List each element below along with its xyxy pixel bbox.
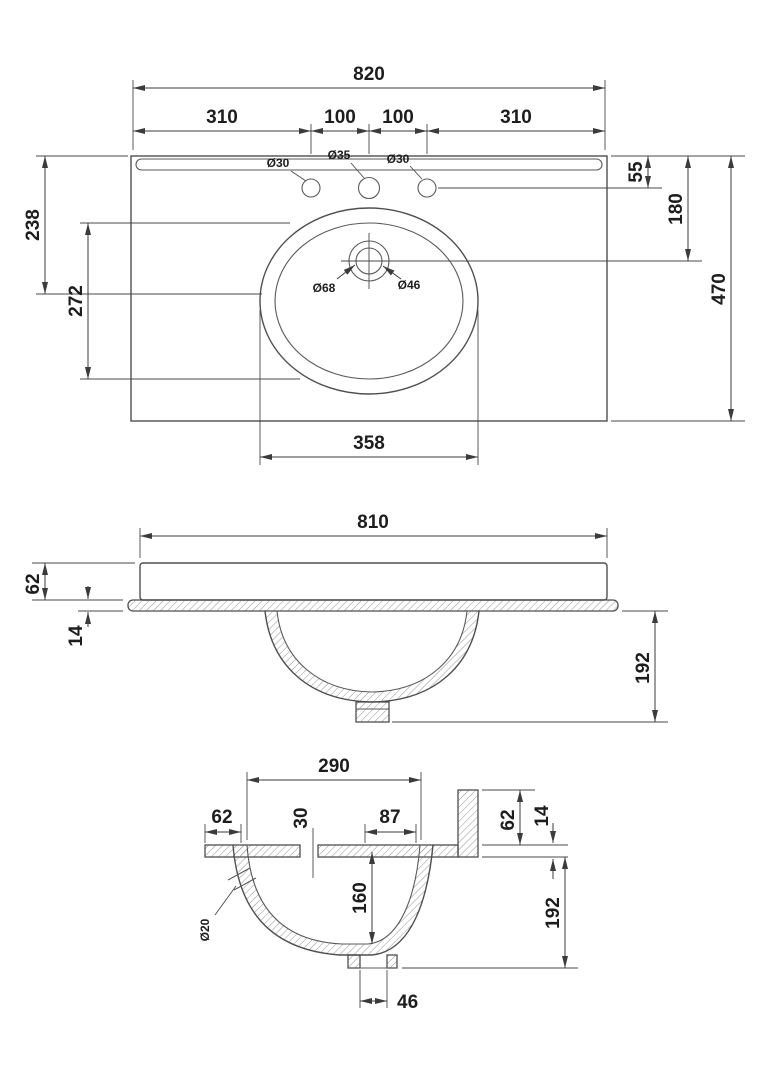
plan-dim-tap-pitch-left-label: 100 [324, 107, 356, 128]
plan-dim-tap-setback: 55 [438, 155, 745, 189]
front-dim-deck-thickness: 14 [66, 586, 123, 647]
plan-tap-dia-center-label: Ø35 [328, 148, 351, 162]
extension-lines [259, 310, 479, 465]
plan-tap-label-leaders [290, 162, 423, 182]
plan-waste-crosshair [341, 233, 397, 289]
plan-dim-overall-depth-label: 470 [709, 273, 730, 305]
side-dim-front-offset-label: 62 [211, 807, 232, 828]
side-dim-deck-thickness: 14 [482, 805, 568, 879]
side-waste-flange-left [347, 954, 361, 969]
plan-dim-overall-width: 820 [132, 64, 606, 150]
side-bowl-outer [232, 844, 434, 956]
extension-lines [132, 80, 606, 150]
plan-overflow-leader [336, 264, 356, 280]
side-dim-bowl-depth-inner-label: 160 [350, 882, 371, 914]
extension-lines [392, 610, 668, 723]
front-waste-trap [355, 701, 390, 723]
side-overflow-leader [214, 885, 237, 916]
side-dim-tap-hole-label: 30 [291, 807, 312, 828]
plan-dim-tap-offset-left-label: 310 [206, 107, 238, 128]
plan-tap-dia-left-label: Ø30 [267, 156, 290, 170]
plan-dim-basin-width: 358 [259, 310, 479, 465]
front-dim-bowl-depth-label: 192 [633, 652, 654, 684]
side-bowl-inner [246, 844, 421, 945]
front-deck-section [127, 599, 619, 612]
front-bowl-wall-hatch [265, 611, 479, 702]
side-dim-waste-opening-label: 46 [397, 992, 418, 1013]
side-waste-flange-right [386, 954, 398, 969]
extension-lines [482, 789, 568, 846]
side-dim-bowl-depth-overall-label: 192 [543, 897, 564, 929]
side-view: Ø20 290 62 30 87 62 [198, 756, 578, 1013]
plan-basin-inner [274, 222, 464, 380]
extension-lines [438, 155, 745, 189]
plan-counter-back-edge [135, 158, 603, 171]
extension-lines [36, 155, 262, 295]
extension-lines [246, 772, 422, 840]
plan-dim-basin-setback-label: 238 [23, 209, 44, 241]
plan-dim-basin-length-label: 272 [66, 285, 87, 317]
front-dim-overall-width-label: 810 [357, 512, 389, 533]
plan-dim-basin-setback: 238 [23, 155, 262, 295]
plan-dim-basin-length: 272 [66, 222, 300, 380]
front-dim-overall-width: 810 [139, 512, 608, 558]
plan-tap-hole-left [301, 178, 321, 198]
front-bowl-outer [264, 610, 480, 703]
front-apron-outline [139, 562, 608, 601]
side-deck-rear-section [317, 844, 459, 858]
front-dim-apron-height-label: 62 [23, 573, 44, 594]
plan-dim-tap-setback-label: 55 [626, 161, 647, 183]
plan-waste-dia-label: Ø46 [398, 278, 421, 292]
front-dim-apron-height: 62 [23, 562, 135, 601]
side-bowl-wall-hatch [233, 845, 433, 955]
extension-lines [359, 970, 388, 1008]
plan-dim-waste-setback: 180 [391, 156, 702, 262]
plan-dim-tap-pitch-right-label: 100 [382, 107, 414, 128]
front-bowl-inner [276, 610, 468, 693]
side-dim-rear-offset-label: 87 [379, 807, 400, 828]
side-dim-front-offset: 62 [204, 807, 242, 843]
side-dim-upstand-height-label: 62 [498, 809, 519, 830]
side-upstand-section [457, 789, 479, 858]
plan-tap-hole-right [417, 178, 437, 198]
plan-dim-waste-setback-label: 180 [666, 193, 687, 225]
side-dim-bowl-depth-overall: 192 [402, 857, 578, 969]
side-dim-tap-hole: 30 [291, 807, 314, 878]
side-dim-waste-opening: 46 [359, 970, 418, 1013]
plan-dim-overall-width-label: 820 [353, 64, 385, 85]
side-dim-bowl-length-label: 290 [318, 756, 350, 777]
plan-tap-hole-center [357, 176, 381, 200]
side-dim-upstand-height: 62 [482, 789, 568, 846]
side-overflow-dia-label: Ø20 [198, 918, 212, 941]
side-dim-bowl-depth-inner: 160 [350, 852, 375, 944]
plan-dim-tap-offset-right-label: 310 [500, 107, 532, 128]
plan-dim-tap-spacing: 310 100 100 310 [133, 107, 605, 154]
front-dim-deck-thickness-label: 14 [66, 625, 87, 647]
plan-tap-dia-right-label: Ø30 [387, 152, 410, 166]
extension-lines [80, 222, 300, 380]
side-overflow-hole [227, 867, 257, 891]
extension-lines [32, 562, 135, 601]
plan-basin-outer [259, 207, 479, 395]
side-dim-deck-thickness-label: 14 [532, 805, 553, 827]
plan-overflow-dia-label: Ø68 [313, 281, 336, 295]
plan-dim-overall-depth: 470 [611, 156, 745, 422]
plan-dim-basin-width-label: 358 [353, 433, 385, 454]
front-view: 810 62 14 192 [23, 512, 668, 723]
front-dim-bowl-depth: 192 [392, 610, 668, 723]
side-dim-rear-offset: 87 [364, 807, 417, 843]
plan-counter-outline [130, 155, 608, 422]
side-deck-front-section [204, 844, 301, 858]
side-dim-bowl-length: 290 [246, 756, 422, 840]
plan-waste-leader [382, 265, 402, 280]
plan-view: Ø30 Ø35 Ø30 Ø68 Ø46 820 310 100 100 [23, 64, 745, 465]
